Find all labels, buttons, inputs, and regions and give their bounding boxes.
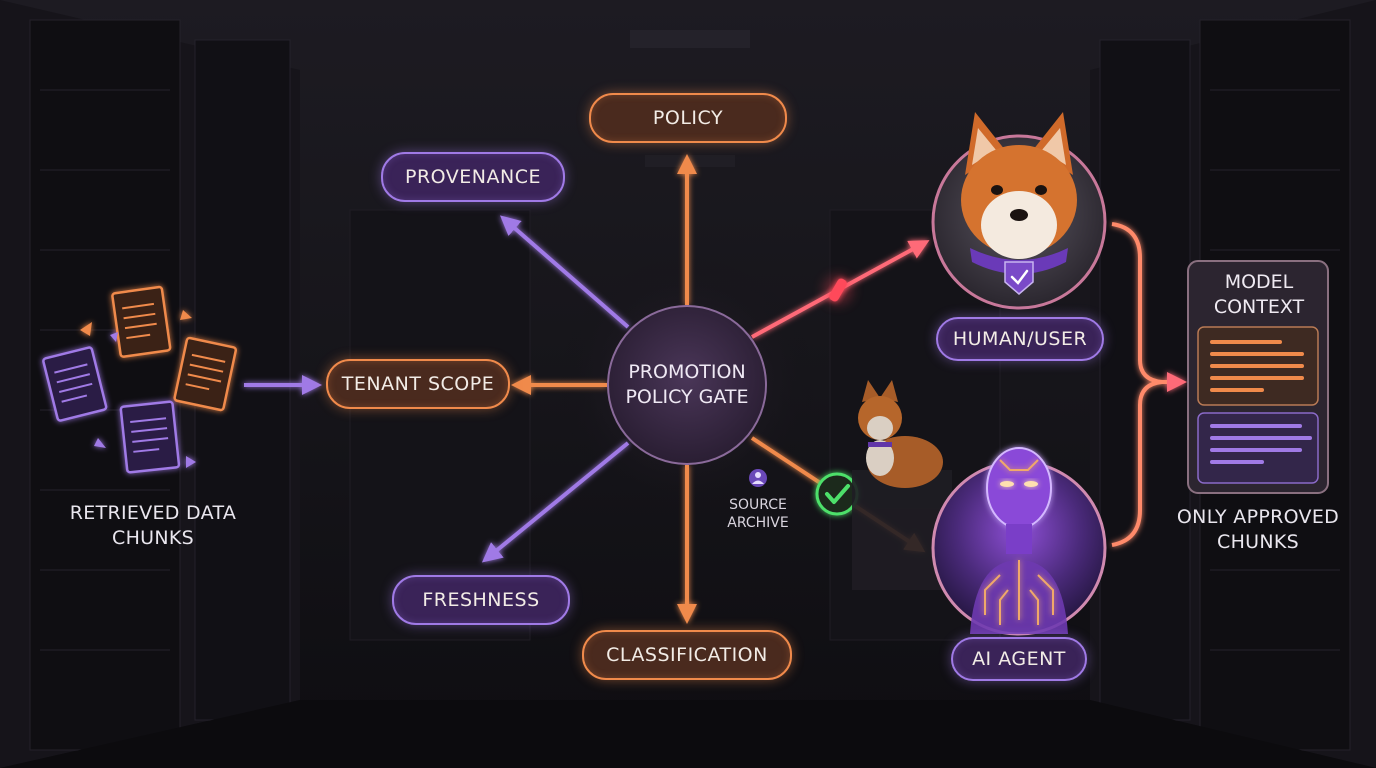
model-context-panel bbox=[1187, 260, 1329, 494]
ai-agent-avatar bbox=[931, 447, 1107, 636]
red-blocked-marker-icon bbox=[824, 276, 852, 304]
gate-line-2: POLICY GATE bbox=[625, 386, 749, 408]
gate-line-1: PROMOTION bbox=[628, 361, 746, 383]
model-context-title: MODEL CONTEXT bbox=[1190, 270, 1328, 320]
archive-line-2: ARCHIVE bbox=[727, 515, 789, 531]
provenance-node: PROVENANCE bbox=[381, 152, 565, 202]
document-stack-icon bbox=[42, 285, 238, 474]
context-title-line-1: MODEL bbox=[1224, 271, 1294, 293]
promotion-policy-gate-label: PROMOTION POLICY GATE bbox=[612, 360, 762, 410]
classification-node: CLASSIFICATION bbox=[582, 630, 792, 680]
user-badge-icon bbox=[749, 469, 767, 487]
human-user-node: HUMAN/USER bbox=[936, 317, 1104, 361]
caption-line-2: CHUNKS bbox=[1217, 531, 1299, 553]
source-line-2: CHUNKS bbox=[112, 527, 194, 549]
arrow-to-freshness bbox=[481, 441, 630, 563]
tenant-scope-node: TENANT SCOPE bbox=[326, 359, 510, 409]
promotion-gate-circle bbox=[607, 305, 767, 465]
green-check-icon bbox=[815, 472, 859, 516]
archive-line-1: SOURCE bbox=[729, 497, 787, 513]
human-user-avatar bbox=[931, 112, 1107, 310]
context-title-line-2: CONTEXT bbox=[1213, 296, 1305, 318]
retrieved-data-chunks-label: RETRIEVED DATA CHUNKS bbox=[58, 501, 248, 551]
source-archive-label: SOURCE ARCHIVE bbox=[718, 496, 798, 532]
freshness-node: FRESHNESS bbox=[392, 575, 570, 625]
policy-node: POLICY bbox=[589, 93, 787, 143]
only-approved-chunks-caption: ONLY APPROVED CHUNKS bbox=[1168, 505, 1348, 555]
background-dog bbox=[852, 380, 952, 590]
arrow-to-provenance bbox=[499, 215, 630, 329]
ai-agent-node: AI AGENT bbox=[951, 637, 1087, 681]
caption-line-1: ONLY APPROVED bbox=[1176, 506, 1340, 528]
source-line-1: RETRIEVED DATA bbox=[69, 502, 237, 524]
